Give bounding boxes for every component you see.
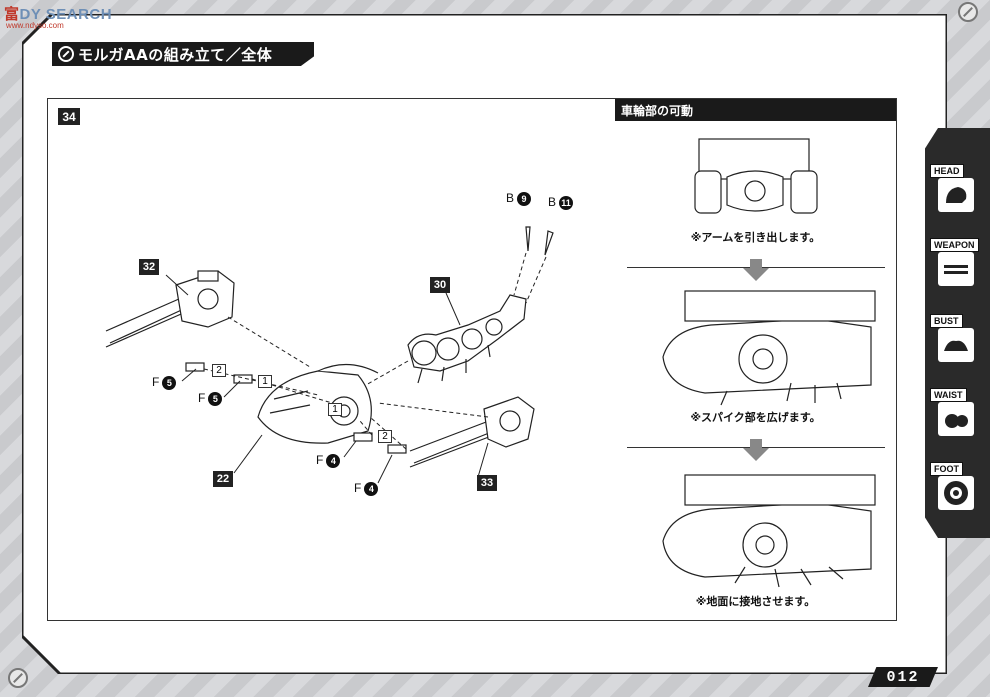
watermark-url: www.ndyso.com xyxy=(6,21,64,30)
part-number-30: 30 xyxy=(430,277,450,293)
screw-icon xyxy=(8,668,28,688)
nav-item-foot[interactable]: FOOT xyxy=(930,462,986,512)
weapon-icon xyxy=(938,252,974,286)
caption-pull-arm: ※アームを引き出します。 xyxy=(690,231,821,244)
part-f5b-drawing xyxy=(233,374,253,384)
wheel-movement-panel: 車輪部の可動 ※アームを引き出します。 ※ス xyxy=(615,98,897,621)
spike-b9-drawing xyxy=(525,226,531,252)
part-num-badge: 4 xyxy=(364,481,379,496)
wheel-step-1-drawing xyxy=(694,138,818,214)
screw-icon xyxy=(958,2,978,22)
part-letter: F xyxy=(198,391,206,405)
part-letter: F xyxy=(354,481,362,495)
foot-icon xyxy=(938,476,974,510)
order-number: 1 xyxy=(258,375,272,388)
part-number-32: 32 xyxy=(139,259,159,275)
part-number-33: 33 xyxy=(477,475,497,491)
spike-b11-drawing xyxy=(544,230,554,256)
part-num-badge: 9 xyxy=(517,191,532,206)
order-number: 2 xyxy=(212,364,226,377)
down-arrow-icon xyxy=(743,439,769,461)
part-num-badge: 5 xyxy=(208,391,223,406)
part-letter: B xyxy=(548,195,557,209)
part-f4a-drawing xyxy=(353,432,373,442)
part-33-drawing xyxy=(409,396,535,468)
part-32-drawing xyxy=(105,270,235,348)
no-entry-icon xyxy=(58,46,74,62)
order-number: 2 xyxy=(378,430,392,443)
part-num-badge: 5 xyxy=(162,375,177,390)
bust-icon xyxy=(938,328,974,362)
nav-item-head[interactable]: HEAD xyxy=(930,164,986,214)
nav-label: FOOT xyxy=(930,462,963,476)
part-f5a-drawing xyxy=(185,362,205,372)
down-arrow-icon xyxy=(743,259,769,281)
part-num-badge: 11 xyxy=(559,195,574,210)
page-number: 012 xyxy=(868,667,938,687)
nav-label: BUST xyxy=(930,314,963,328)
section-title: モルガAAの組み立て／全体 xyxy=(78,45,273,64)
wheel-step-2-drawing xyxy=(662,290,876,406)
wheel-illustrations xyxy=(662,138,876,588)
nav-label: HEAD xyxy=(930,164,964,178)
part-22-drawing xyxy=(257,363,379,444)
nav-label: WAIST xyxy=(930,388,967,402)
waist-icon xyxy=(938,402,974,436)
wheel-step-3-drawing xyxy=(662,474,876,588)
part-letter: B xyxy=(506,191,515,205)
side-panel-header: 車輪部の可動 xyxy=(615,99,896,121)
caption-spread-spikes: ※スパイク部を広げます。 xyxy=(690,411,821,424)
watermark-cn: 富 xyxy=(4,6,20,23)
nav-item-bust[interactable]: BUST xyxy=(930,314,986,364)
section-title-bar: モルガAAの組み立て／全体 xyxy=(52,42,314,66)
part-letter: F xyxy=(152,375,160,389)
step-number: 34 xyxy=(58,108,80,125)
watermark: 富DY SEARCH xyxy=(4,3,112,24)
assembly-diagram xyxy=(105,226,554,484)
caption-ground-contact: ※地面に接地させます。 xyxy=(695,595,816,608)
nav-label: WEAPON xyxy=(930,238,979,252)
part-letter: F xyxy=(316,453,324,467)
part-number-22: 22 xyxy=(213,471,233,487)
part-30-drawing xyxy=(407,294,527,384)
head-icon xyxy=(938,178,974,212)
nav-item-waist[interactable]: WAIST xyxy=(930,388,986,438)
assembly-panel: 34 xyxy=(47,98,617,621)
nav-item-weapon[interactable]: WEAPON xyxy=(930,238,986,288)
part-num-badge: 4 xyxy=(326,453,341,468)
order-number: 1 xyxy=(328,403,342,416)
watermark-text: DY SEARCH xyxy=(19,6,113,23)
